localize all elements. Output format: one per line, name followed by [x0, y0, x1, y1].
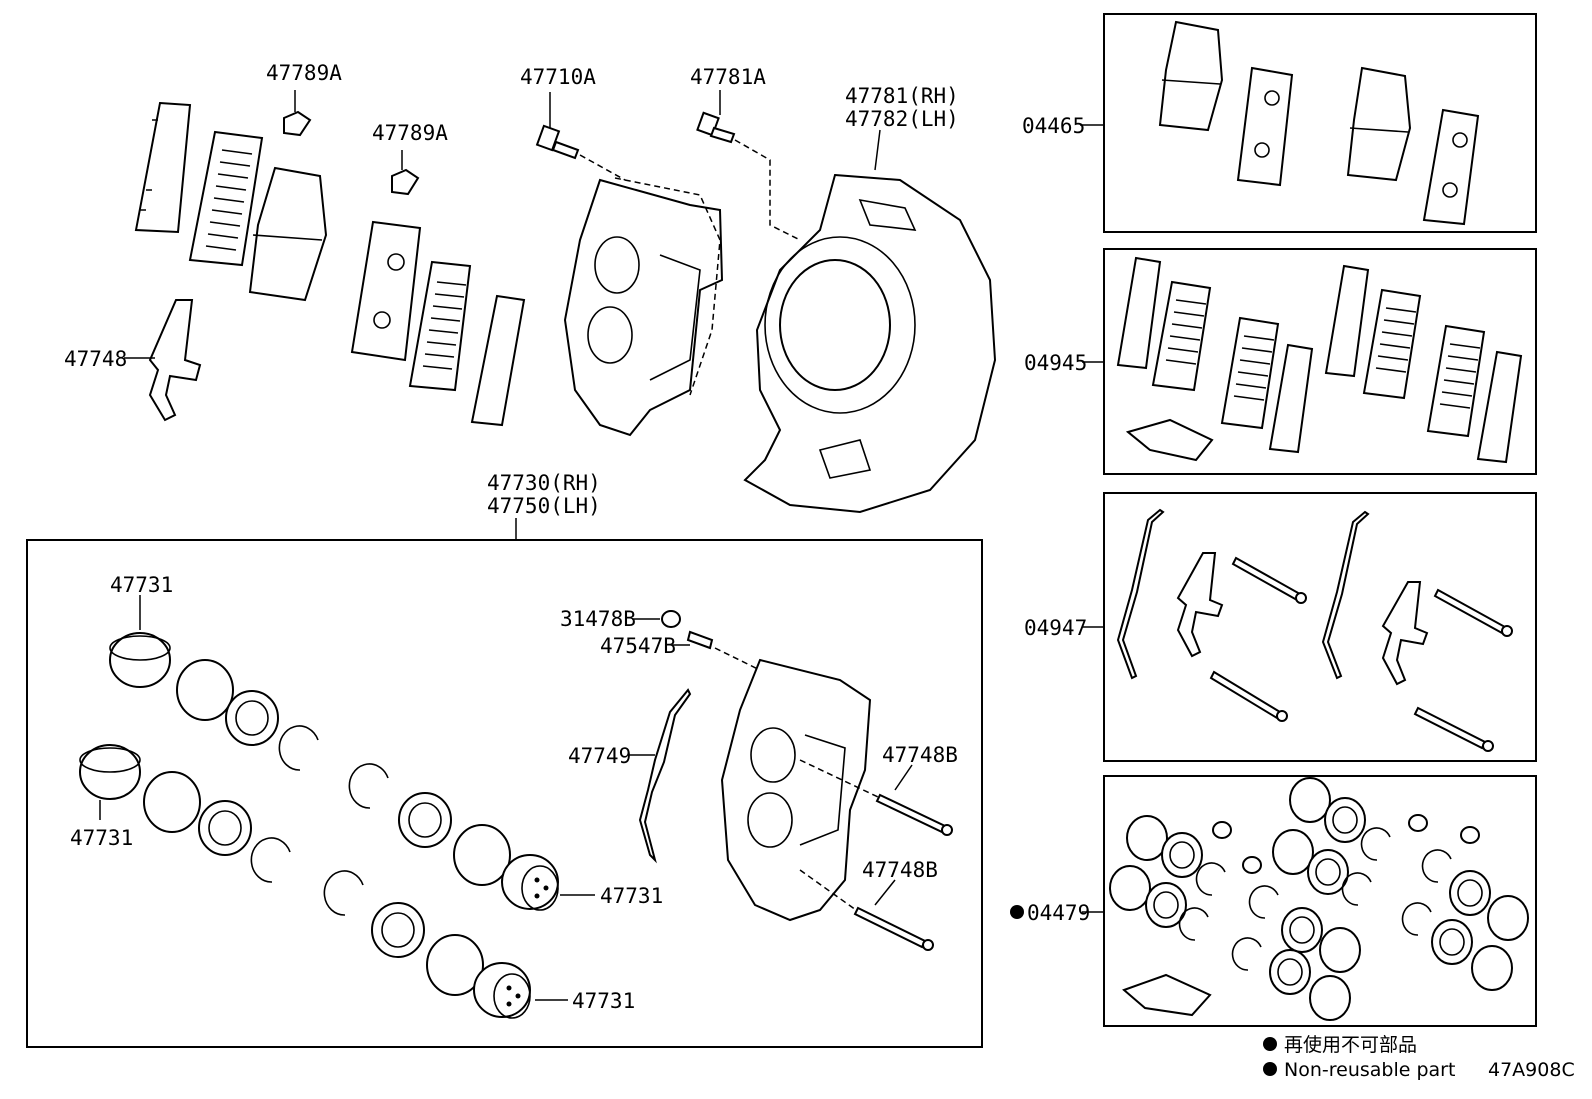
set-ring-3: [348, 763, 389, 809]
kit-04947-springs-pins: [1116, 508, 1513, 752]
callout-47731-right-lower: 47731: [572, 989, 635, 1013]
piston-seal-3: [453, 824, 511, 886]
anti-squeal-shim-outer-left: [134, 101, 192, 234]
callout-47710A: 47710A: [520, 65, 596, 89]
anti-squeal-shim-inner-left: [188, 130, 264, 267]
bleeder-plug-cap: [661, 610, 681, 628]
brake-pad-left: [248, 166, 328, 302]
front-caliper-lower: [720, 658, 872, 922]
kit-box-04465: [1103, 13, 1537, 233]
callout-47731-right-upper: 47731: [600, 884, 663, 908]
callout-04945: 04945: [1024, 351, 1087, 375]
non-reusable-marker-icon: [1010, 905, 1024, 919]
kit-04479-seal-kit: [1109, 777, 1529, 1021]
kit-box-04947: [1103, 492, 1537, 762]
dust-boot-3: [398, 792, 452, 848]
dust-boot-1: [225, 690, 279, 746]
pad-pin-lower: [853, 906, 934, 951]
callout-47749: 47749: [568, 744, 631, 768]
callout-47750-lh: 47750(LH): [487, 494, 601, 518]
pad-wear-clip-lower: [391, 168, 420, 196]
callout-47748B-upper: 47748B: [882, 743, 958, 767]
pad-spring: [638, 688, 692, 864]
pad-pin-upper: [875, 793, 953, 836]
callout-47781A: 47781A: [690, 65, 766, 89]
callout-04465: 04465: [1022, 114, 1085, 138]
dust-boot-2: [198, 800, 252, 856]
brake-pad-backing-right: [350, 220, 422, 362]
callout-47730-rh: 47730(RH): [487, 471, 601, 495]
legend-japanese: 再使用不可部品: [1284, 1034, 1417, 1056]
dust-boot-4: [371, 902, 425, 958]
piston-lower-left: [79, 744, 141, 800]
legend-bullet-icon-2: [1263, 1062, 1277, 1076]
disc-brake-dust-cover: [743, 173, 997, 514]
legend-bullet-icon: [1263, 1037, 1277, 1051]
kit-04465-pads: [1158, 20, 1480, 226]
piston-seal-1: [176, 659, 234, 721]
callout-47748B-lower: 47748B: [862, 858, 938, 882]
callout-47547B: 47547B: [600, 634, 676, 658]
set-ring-4: [323, 870, 364, 916]
callout-31478B: 31478B: [560, 607, 636, 631]
pad-wear-clip-upper: [283, 110, 312, 137]
pad-support-plate: [148, 299, 202, 422]
piston-right-upper: [501, 854, 559, 911]
callout-47789A-lower: 47789A: [372, 121, 448, 145]
callout-04479: 04479: [1027, 901, 1090, 925]
kit-04945-shims: [1116, 256, 1523, 464]
piston-upper-left: [109, 632, 171, 688]
drawing-code: 47A908C: [1488, 1059, 1575, 1081]
kit-box-04479: [1103, 775, 1537, 1027]
callout-47789A-upper: 47789A: [266, 61, 342, 85]
set-ring-2: [250, 837, 291, 883]
anti-squeal-shim-outer-right: [470, 294, 526, 427]
callout-47731-left: 47731: [70, 826, 133, 850]
callout-47731-top: 47731: [110, 573, 173, 597]
legend-english: Non-reusable part: [1284, 1059, 1455, 1081]
callout-47781-rh: 47781(RH): [845, 84, 959, 108]
piston-seal-2: [143, 771, 201, 833]
anti-squeal-shim-inner-right: [408, 260, 472, 392]
bleeder-plug: [686, 630, 714, 650]
caliper-assembly-box: [26, 539, 983, 1048]
callout-04947: 04947: [1024, 616, 1087, 640]
piston-seal-4: [426, 934, 484, 996]
piston-right-lower: [473, 962, 531, 1019]
front-caliper-upper: [563, 177, 724, 437]
callout-47782-lh: 47782(LH): [845, 107, 959, 131]
dust-cover-bolt: [696, 111, 736, 144]
callout-47748: 47748: [64, 347, 127, 371]
set-ring-1: [278, 725, 319, 771]
caliper-mounting-bolt: [535, 124, 580, 160]
